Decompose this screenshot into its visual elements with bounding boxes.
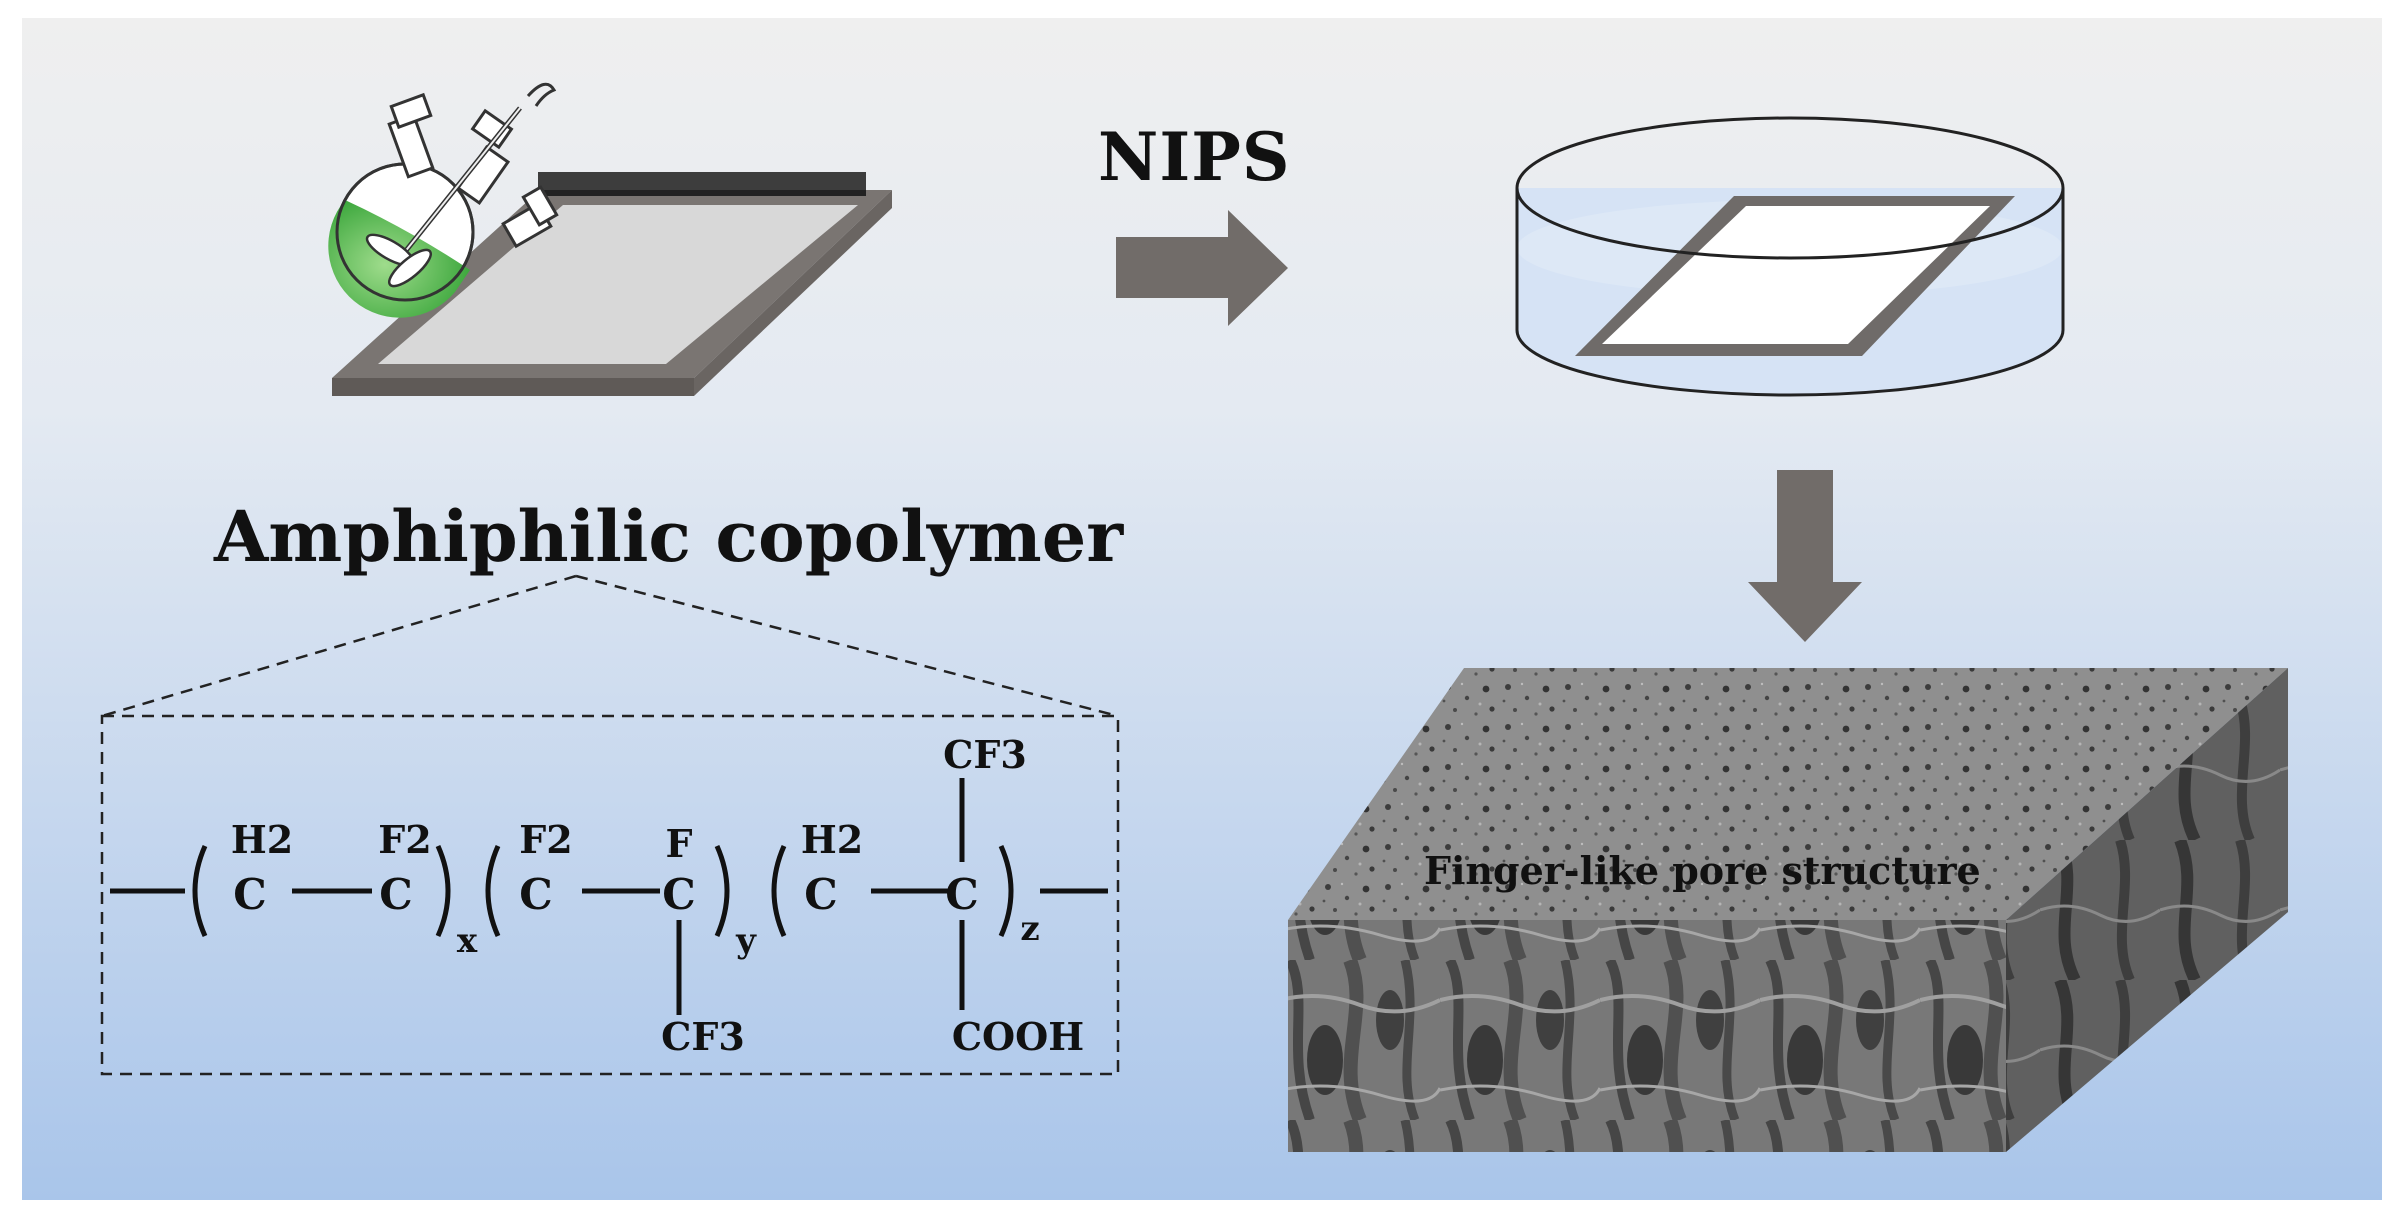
unit3-top-substituent: CF3 [943, 732, 1027, 777]
unit2-top-left: F2 [519, 817, 572, 862]
zoom-lines [100, 574, 1120, 1076]
unit1-top-right: F2 [378, 817, 431, 862]
unit2-substituent: CF3 [661, 1014, 745, 1059]
casting-plate-icon [332, 172, 892, 396]
unit2-top-right: F [666, 821, 693, 866]
process-label: NIPS [1098, 118, 1291, 196]
atom-c5: C [804, 870, 837, 919]
atom-c2: C [379, 870, 412, 919]
copolymer-title: Amphiphilic copolymer [214, 495, 1124, 578]
unit3-subscript: z [1020, 909, 1039, 949]
casting-knife [538, 172, 866, 190]
unit3-top-left: H2 [801, 817, 863, 862]
atom-c6: C [945, 870, 978, 919]
unit1-subscript: x [457, 921, 478, 961]
formula-text: C C C C C C H2 F2 x F2 F y CF3 H2 CF3 z … [231, 732, 1084, 1059]
unit3-bottom-substituent: COOH [952, 1014, 1084, 1059]
petri-dish-icon [1515, 116, 2065, 397]
porous-membrane-block-icon [1288, 668, 2288, 1152]
right-arrow-icon [1116, 210, 1288, 326]
down-arrow-icon [1748, 470, 1862, 642]
unit1-top-left: H2 [231, 817, 293, 862]
unit2-subscript: y [735, 921, 757, 961]
three-neck-flask-icon [328, 82, 559, 318]
chemical-structure [110, 778, 1108, 1015]
atom-c1: C [233, 870, 266, 919]
membrane-caption: Finger-like pore structure [1424, 848, 1981, 893]
atom-c3: C [519, 870, 552, 919]
atom-c4: C [662, 870, 695, 919]
